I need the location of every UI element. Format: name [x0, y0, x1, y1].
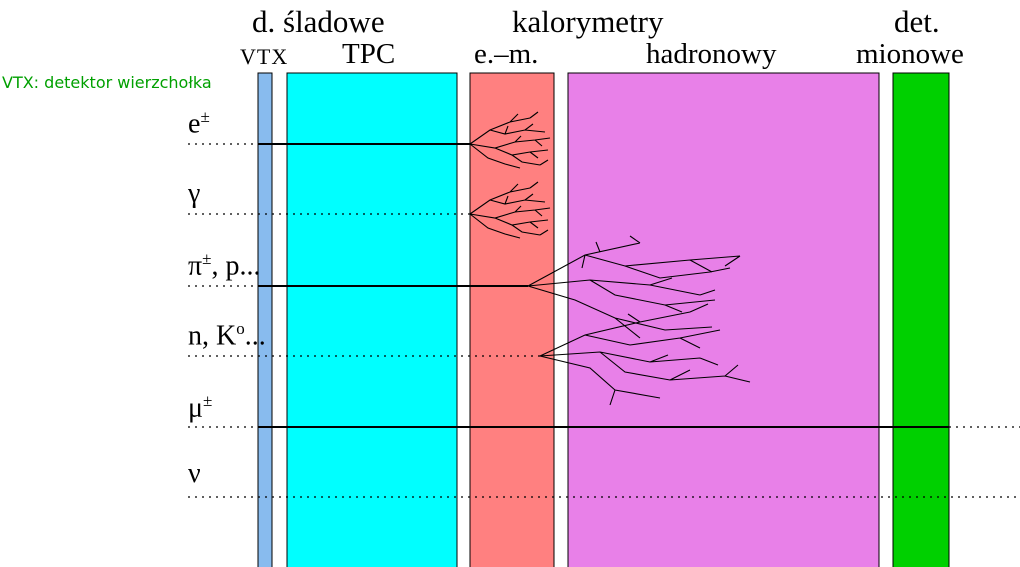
calorimeters-title: kalorymetry [512, 4, 664, 39]
muon-detector-layer [892, 72, 950, 567]
tpc-label: TPC [342, 38, 396, 70]
vtx-detector-layer [257, 72, 273, 567]
electron-label: e± [188, 107, 210, 140]
muon-detectors-title-line1: det. [894, 4, 940, 39]
charged-hadron-shower [527, 235, 741, 339]
vtx-note: VTX: detektor wierzchołka [2, 73, 212, 92]
neutral-hadron-label: n, Ko... [188, 319, 266, 352]
tpc-layer [286, 72, 458, 567]
hadronic-calorimeter-label: hadronowy [646, 38, 777, 70]
neutrino-label: ν [188, 458, 201, 489]
tracking-detectors-title: d. śladowe [252, 4, 385, 39]
em-calorimeter-layer [469, 72, 555, 567]
em-calorimeter-label: e.–m. [474, 38, 539, 70]
muon-label: μ± [188, 391, 213, 424]
charged-hadron-label: π±, p... [188, 249, 261, 282]
photon-label: γ [188, 178, 201, 209]
hadronic-calorimeter-layer [567, 72, 880, 567]
vtx-label: VTX [240, 44, 289, 69]
photon-em-shower [469, 181, 551, 239]
neutral-hadron-shower [539, 303, 751, 406]
muon-detectors-title-line2: mionowe [856, 38, 964, 70]
electron-em-shower [469, 111, 551, 169]
